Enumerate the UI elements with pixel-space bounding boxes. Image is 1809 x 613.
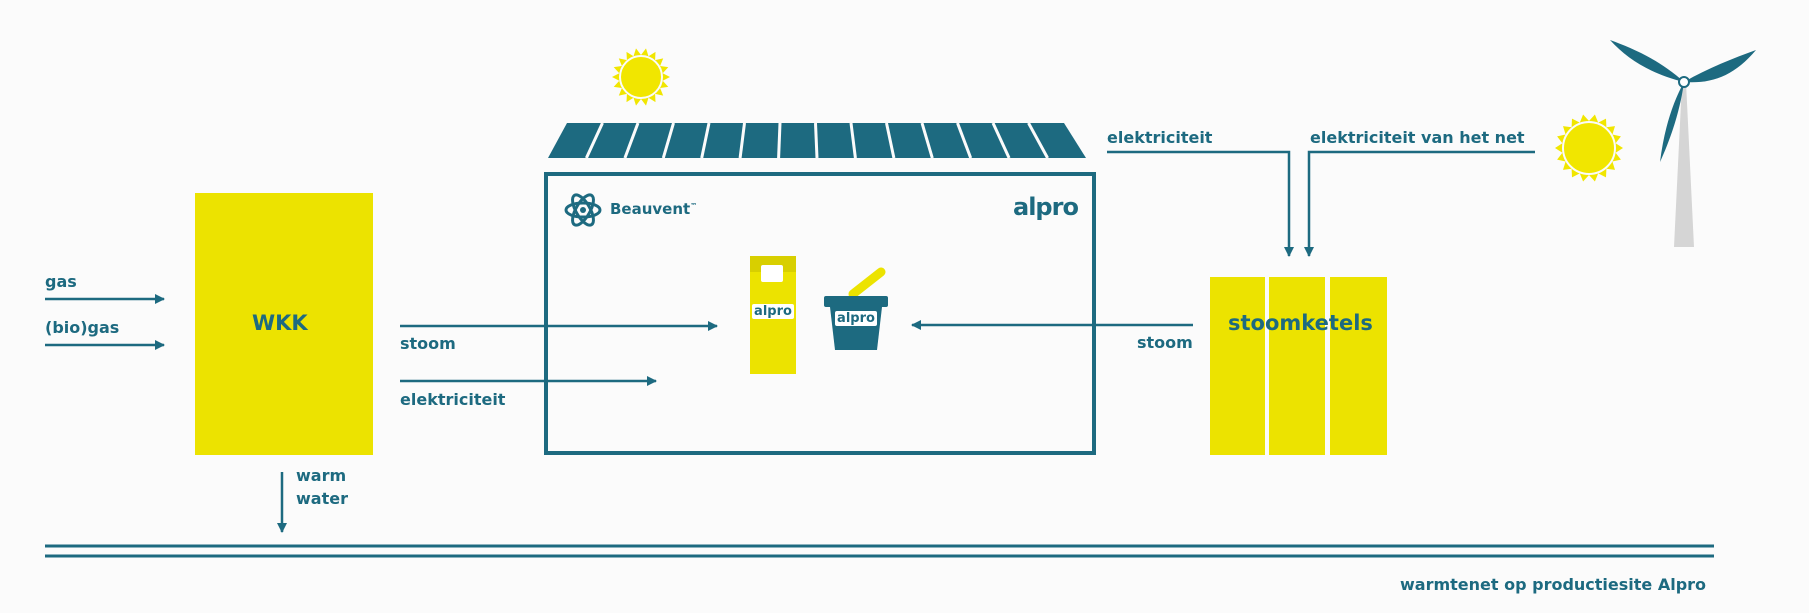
electricity-in-label: elektriciteit	[1107, 128, 1213, 147]
factory-building	[544, 172, 1096, 455]
wkk-electricity-label: elektriciteit	[400, 390, 506, 409]
warm-water-label-2: water	[296, 489, 348, 508]
electricity-in-arrow	[1107, 150, 1294, 257]
warm-water-label-1: warm	[296, 466, 347, 485]
grid-electricity-label: elektriciteit van het net	[1310, 128, 1525, 147]
gas-label: gas	[45, 272, 77, 291]
beauvent-brand: Beauvent™	[610, 200, 698, 218]
wkk-steam-label: stoom	[400, 334, 456, 353]
boiler-steam-label: stoom	[1137, 333, 1193, 352]
wkk-box	[195, 193, 373, 455]
biogas-label: (bio)gas	[45, 318, 120, 337]
sun-icon-right	[1555, 114, 1623, 182]
carton-alpro-logo: alpro	[752, 304, 794, 319]
alpro-brand-logo: alpro	[1013, 193, 1079, 221]
cup-alpro-logo: alpro	[835, 311, 877, 326]
heat-network-label: warmtenet op productiesite Alpro	[1400, 575, 1707, 594]
wind-turbine-icon	[1610, 40, 1756, 247]
boilers-title: stoomketels	[1228, 311, 1373, 335]
steam-boilers	[1210, 277, 1387, 455]
sun-icon	[612, 48, 670, 106]
grid-electricity-arrow	[1304, 150, 1535, 257]
beauvent-logo-icon	[564, 193, 602, 227]
solar-panel	[548, 122, 1086, 159]
wkk-title: WKK	[252, 311, 308, 335]
